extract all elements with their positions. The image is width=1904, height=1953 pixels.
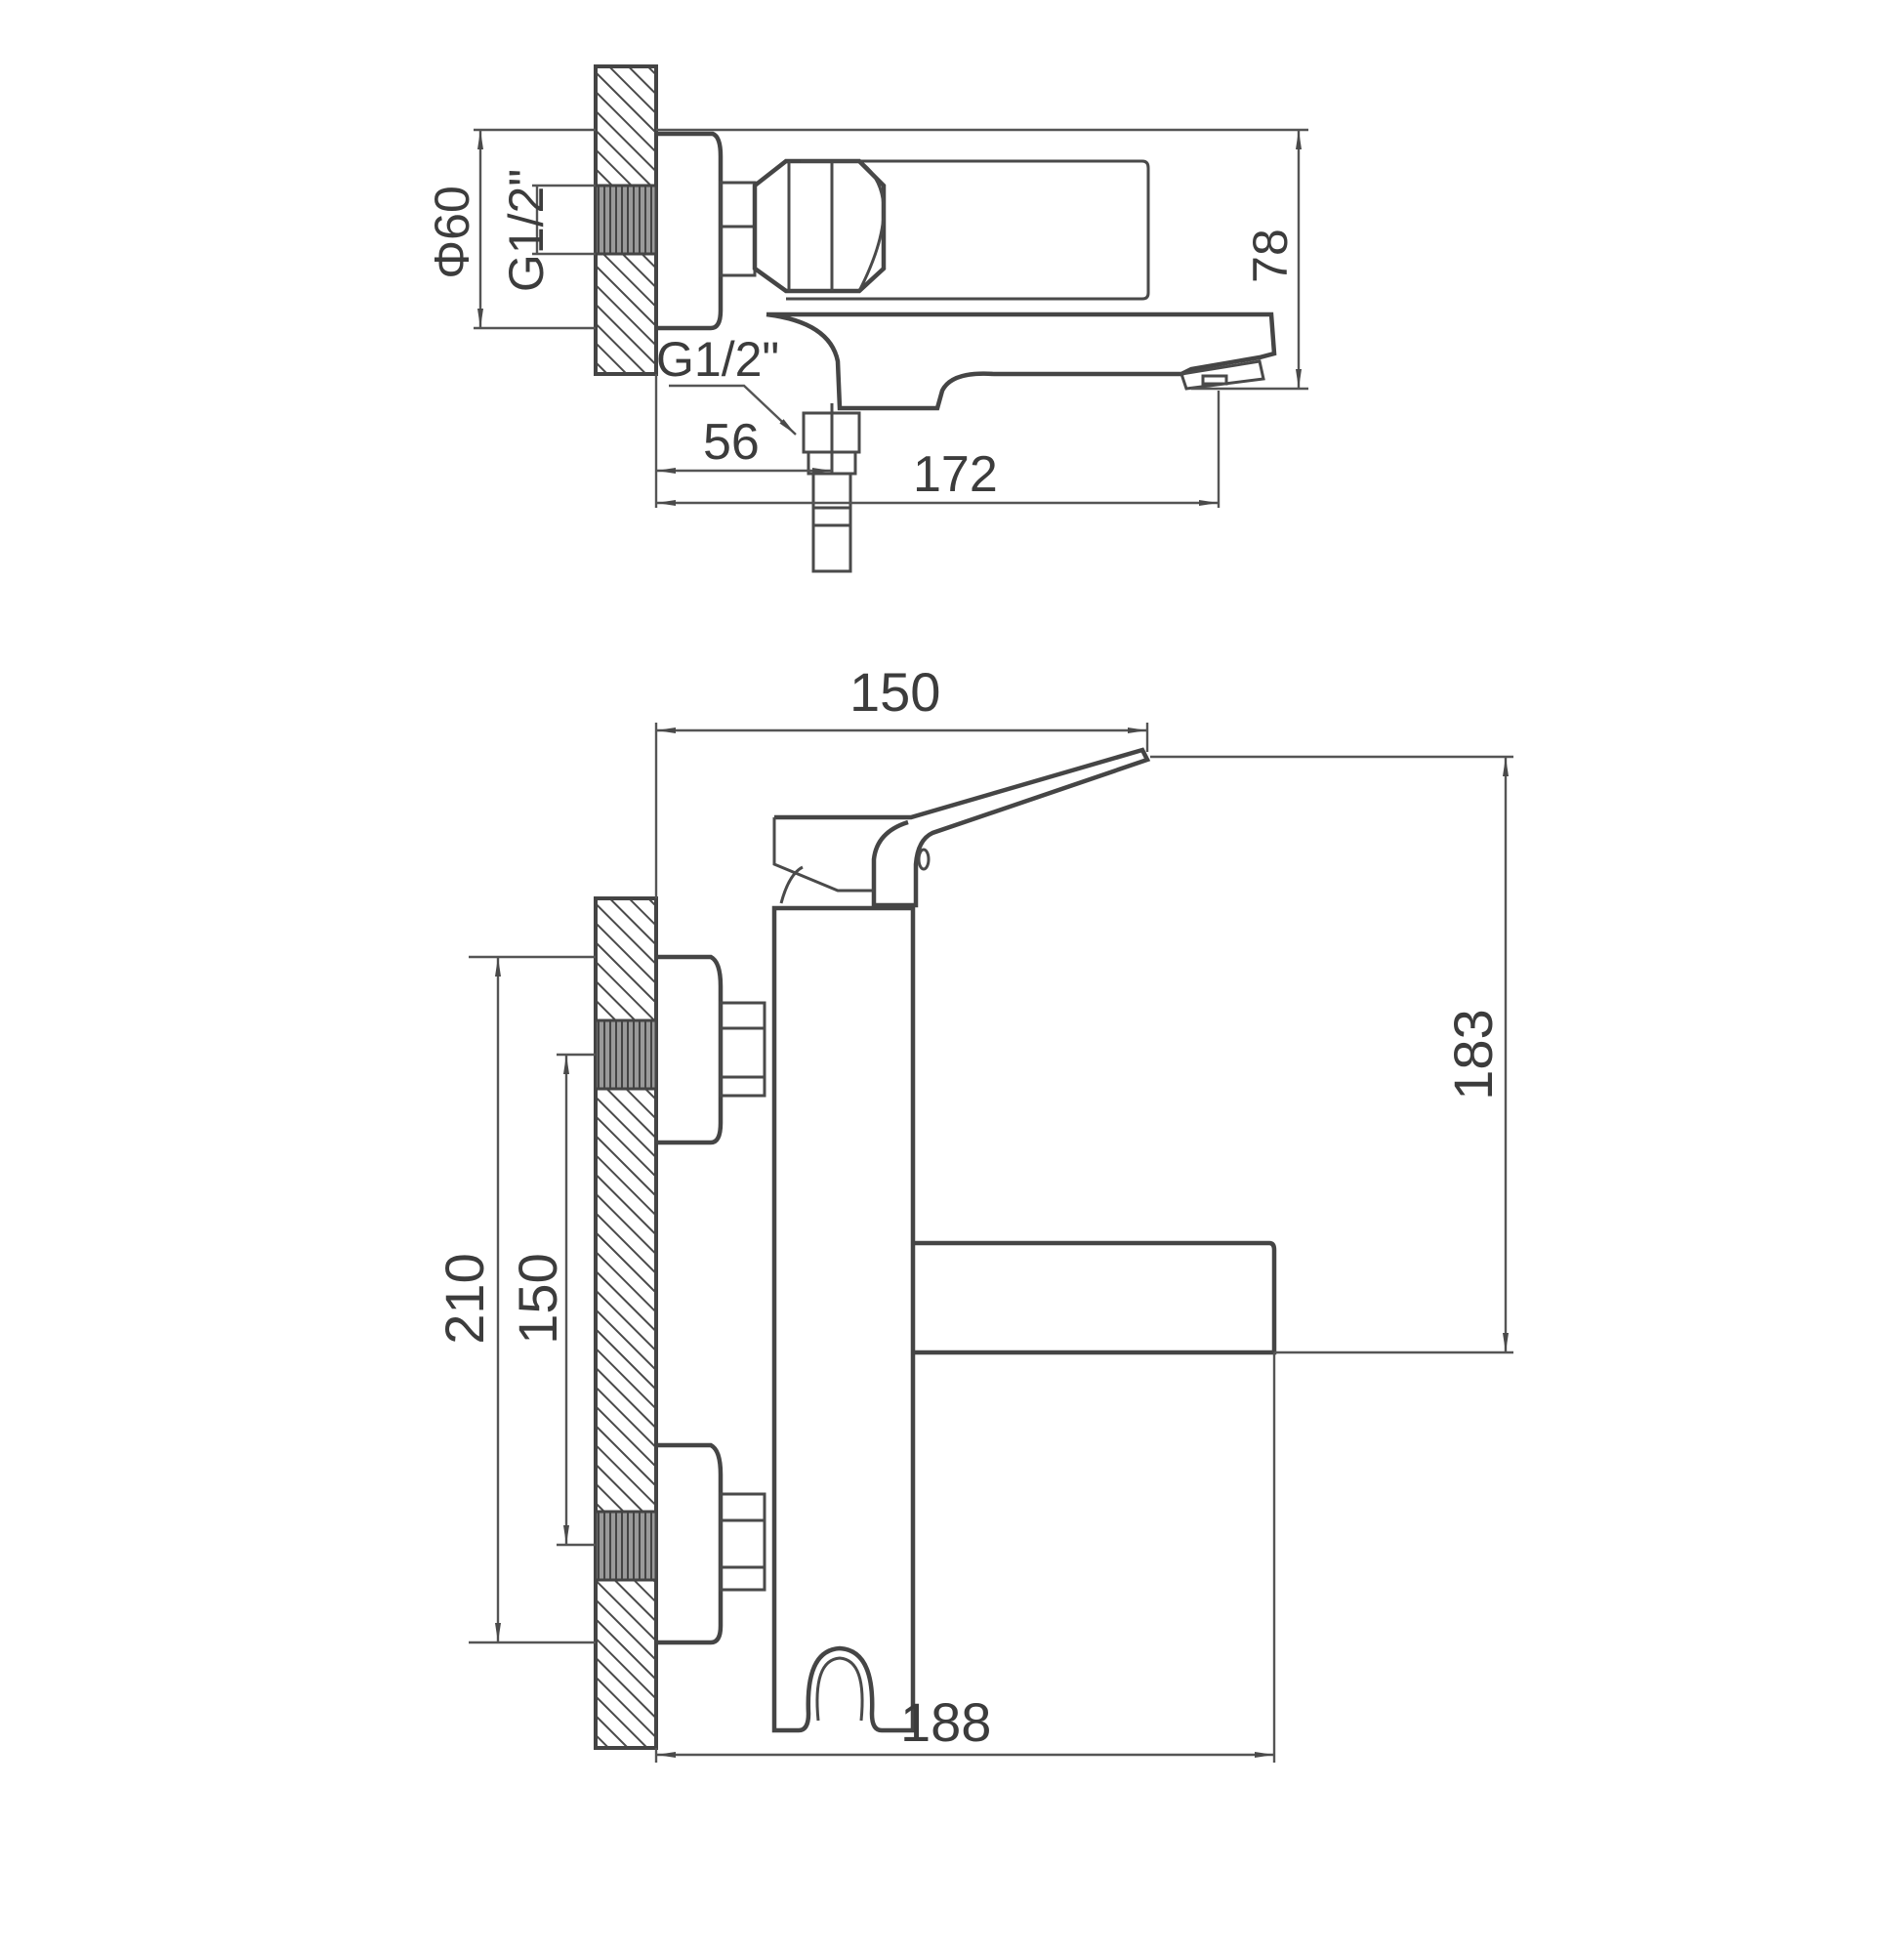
dimension-label-center-150: 150 [507, 1253, 568, 1344]
front-view: 150 183 210 150 188 [434, 661, 1513, 1763]
dimension-label-inlet-thread: G1/2" [499, 169, 554, 292]
dimension-label-183: 183 [1442, 1009, 1504, 1100]
dimension-label-phi60: Φ60 [425, 186, 479, 279]
escutcheon-upper [656, 954, 724, 1145]
dimension-188: 188 [654, 1352, 1276, 1763]
inlet-thread-upper [594, 1018, 658, 1091]
spout-front [913, 1240, 1277, 1355]
dimension-78: 78 [656, 128, 1308, 391]
dimension-210: 210 [434, 955, 596, 1644]
handle-ball-top [752, 158, 887, 294]
lever-handle-front [774, 747, 1151, 908]
mixer-body [771, 905, 916, 1733]
shower-holder-hook [815, 1656, 864, 1722]
dimension-label-188: 188 [900, 1691, 991, 1753]
dimension-center-150: 150 [507, 1053, 596, 1547]
connector-nut-upper [719, 1001, 766, 1098]
escutcheon-lower [656, 1442, 724, 1645]
dimension-outlet-thread: G1/2" [656, 332, 797, 436]
dimension-label-56: 56 [703, 414, 760, 471]
top-view: Φ60 G1/2" G1/2" 78 56 172 [425, 64, 1308, 573]
dimension-183: 183 [1150, 755, 1513, 1354]
dimension-lever-150: 150 [654, 661, 1149, 898]
inlet-thread-top [594, 184, 658, 256]
dimension-label-78: 78 [1243, 229, 1298, 283]
escutcheon-top [656, 131, 724, 331]
dimension-phi60: Φ60 [425, 128, 596, 330]
dimension-inlet-thread: G1/2" [499, 169, 596, 292]
dimension-label-172: 172 [913, 446, 998, 503]
dimension-label-210: 210 [434, 1253, 495, 1344]
aerator-top [1180, 359, 1265, 391]
spout-top [766, 312, 1277, 411]
dimension-172: 172 [656, 391, 1221, 508]
connector-nut-top [719, 181, 757, 277]
inlet-thread-lower [594, 1510, 658, 1582]
dimension-56: 56 [654, 374, 832, 508]
dimension-label-outlet-thread: G1/2" [656, 332, 779, 387]
shower-outlet-top [811, 472, 852, 573]
lever-top [786, 159, 1150, 301]
dimension-label-lever-150: 150 [849, 661, 940, 723]
connector-nut-lower [719, 1492, 766, 1592]
